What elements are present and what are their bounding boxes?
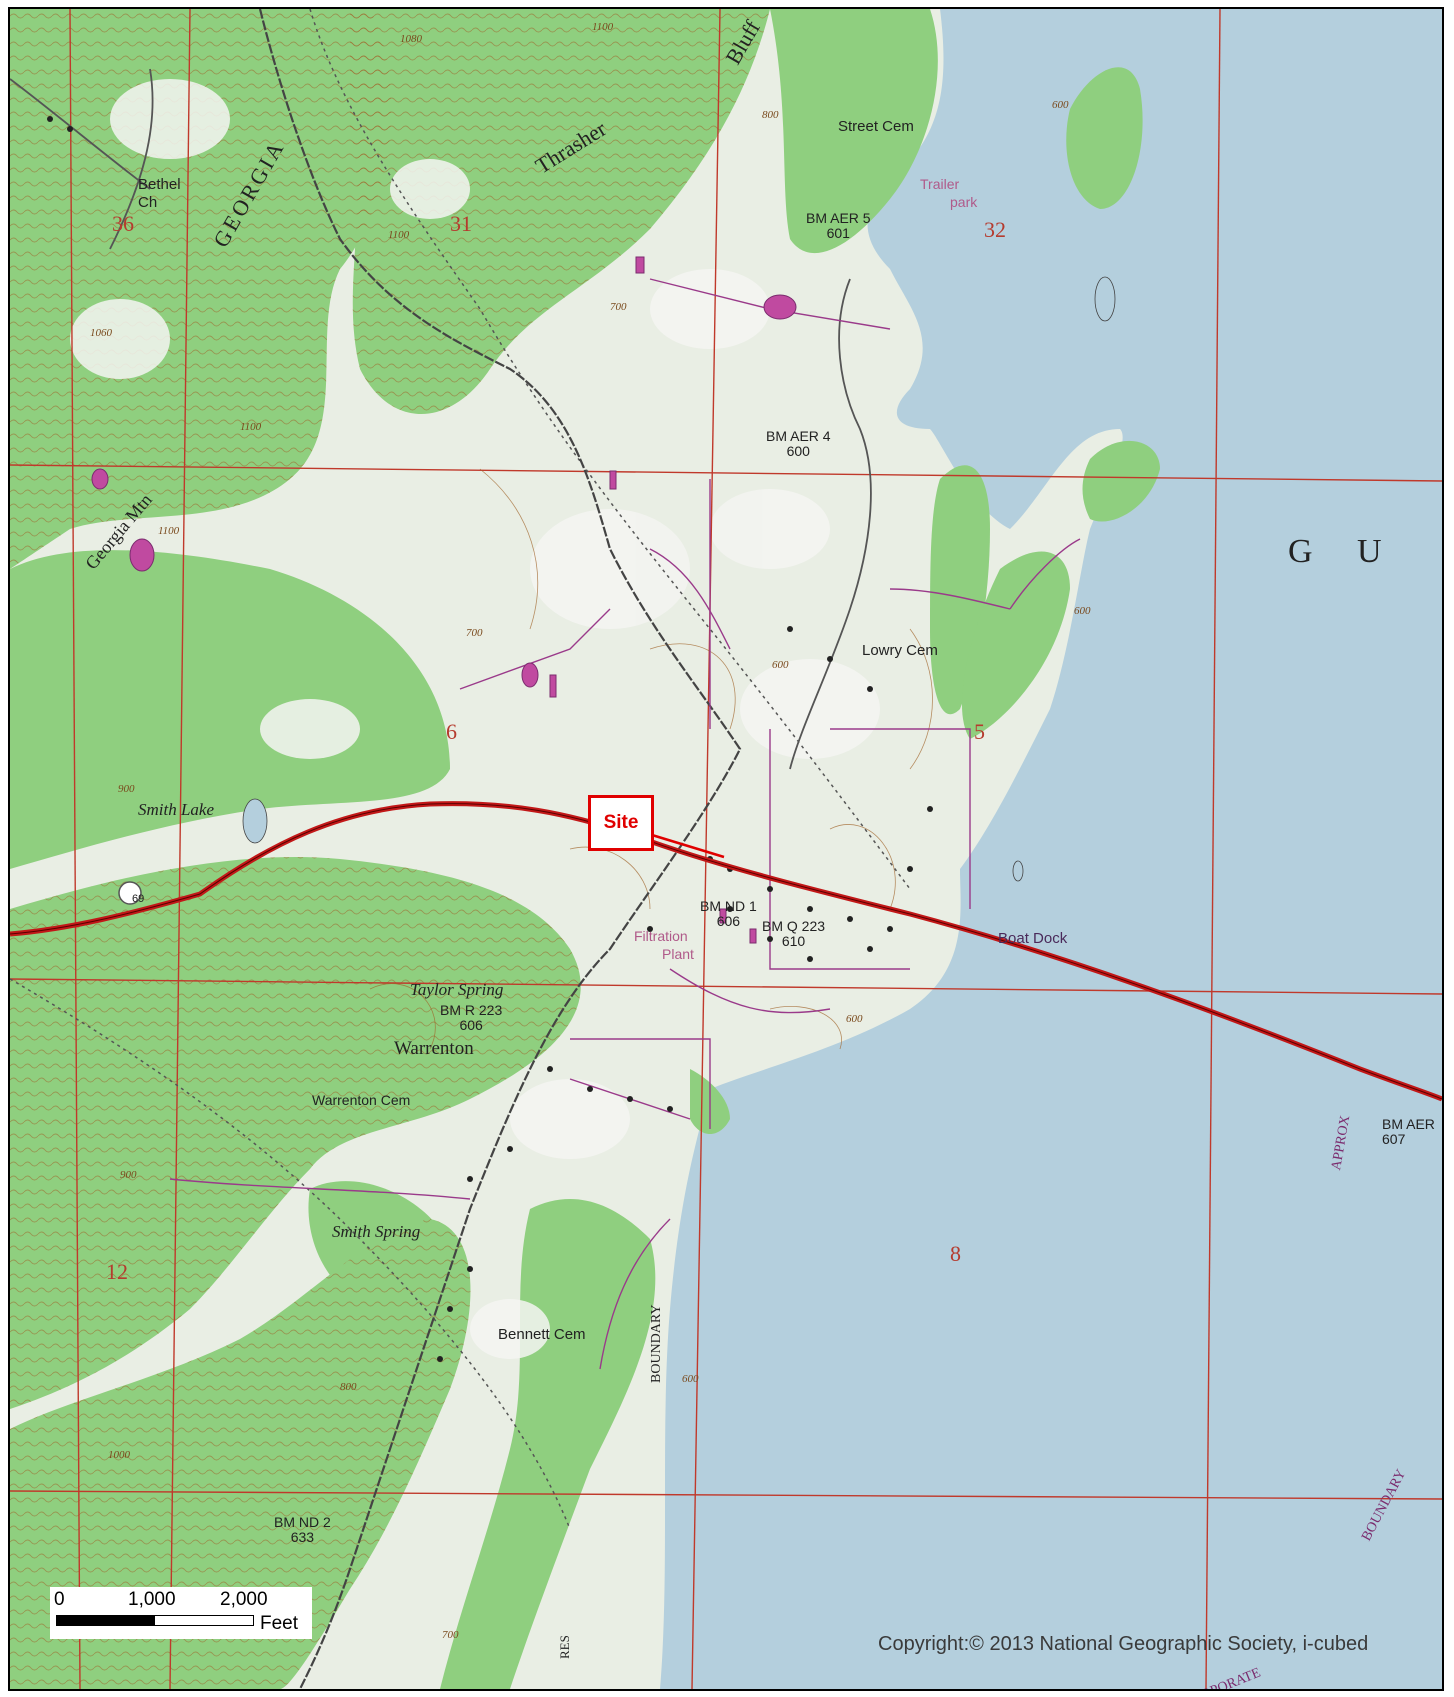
label-gu: G U — [1288, 533, 1400, 570]
section-number: 31 — [450, 211, 472, 236]
route-shield — [118, 881, 142, 905]
clearings — [70, 79, 880, 1359]
contour-label: 900 — [120, 1169, 137, 1181]
label-bethel-ch: Ch — [138, 194, 158, 211]
purple-structures — [91, 256, 797, 944]
county-boundary — [10, 9, 911, 1530]
contour-label: 1100 — [158, 525, 180, 537]
contour-label: 1100 — [388, 229, 410, 241]
label-smith-spring: Smith Spring — [332, 1222, 421, 1241]
section-number: 36 — [112, 211, 134, 236]
contour-texture — [10, 9, 770, 1689]
contour-label: 600 — [682, 1373, 699, 1385]
label-lowry-cem: Lowry Cem — [862, 642, 938, 659]
label-taylor-spring: Taylor Spring — [410, 980, 504, 999]
label-smith-lake: Smith Lake — [138, 800, 215, 819]
label-bennett-cem: Bennett Cem — [498, 1326, 586, 1343]
section-number: 32 — [984, 217, 1006, 242]
contour-label: 1100 — [592, 21, 614, 33]
copyright-text: Copyright:© 2013 National Geographic Soc… — [878, 1633, 1369, 1655]
label-street-cem: Street Cem — [838, 118, 914, 135]
site-leader — [651, 833, 725, 859]
section-number: 8 — [950, 1241, 961, 1266]
site-label: Site — [603, 812, 639, 833]
scale-bar: 0 1,000 2,000 Feet — [50, 1587, 312, 1639]
label-park: park — [950, 194, 978, 210]
scale-bar-black — [56, 1615, 156, 1626]
scale-tick: 1,000 — [128, 1589, 176, 1610]
label-trailer: Trailer — [920, 176, 960, 192]
contour-label: 600 — [846, 1013, 863, 1025]
label-warrenton-cem: Warrenton Cem — [312, 1092, 411, 1108]
label-bethel: Bethel — [138, 176, 181, 193]
section-number: 6 — [446, 719, 457, 744]
contour-label: 700 — [610, 301, 627, 313]
contour-label: 800 — [340, 1381, 357, 1393]
label-boat-dock: Boat Dock — [998, 930, 1068, 947]
label-filtration: Filtration — [634, 928, 688, 944]
section-grid — [10, 9, 1442, 1689]
contour-label: 1060 — [90, 327, 112, 339]
section-number: 5 — [974, 719, 985, 744]
small-water-bodies — [242, 276, 1116, 882]
label-res: RES — [557, 1635, 572, 1659]
building-dots — [47, 116, 933, 1362]
contour-label: 800 — [762, 109, 779, 121]
contour-label: 1000 — [108, 1449, 130, 1461]
scale-tick: 0 — [54, 1589, 65, 1610]
scale-bar-white — [154, 1615, 254, 1626]
site-callout: Site — [588, 795, 654, 851]
contour-label: 1100 — [240, 421, 262, 433]
scale-unit: Feet — [260, 1613, 299, 1634]
contour-label: 700 — [466, 627, 483, 639]
scale-tick: 2,000 — [220, 1589, 268, 1610]
topographic-map[interactable] — [10, 9, 1442, 1689]
label-warrenton: Warrenton — [394, 1038, 474, 1059]
contour-label: 600 — [1074, 605, 1091, 617]
secondary-roads — [10, 68, 872, 770]
label-plant: Plant — [662, 946, 694, 962]
contour-label: 900 — [118, 783, 135, 795]
label-route-69: 69 — [132, 893, 145, 905]
contour-label: 700 — [442, 1629, 459, 1641]
lake-water — [660, 9, 1442, 1689]
label-boundary-vertical: BOUNDARY — [649, 1304, 664, 1383]
contour-label: 600 — [1052, 99, 1069, 111]
map-frame[interactable]: GEORGIA G U Thrasher Bluff Georgia Mtn B… — [8, 7, 1444, 1691]
contour-label: 600 — [772, 659, 789, 671]
contour-label: 1080 — [400, 33, 422, 45]
contour-lines — [369, 468, 933, 1050]
section-number: 12 — [106, 1259, 128, 1284]
